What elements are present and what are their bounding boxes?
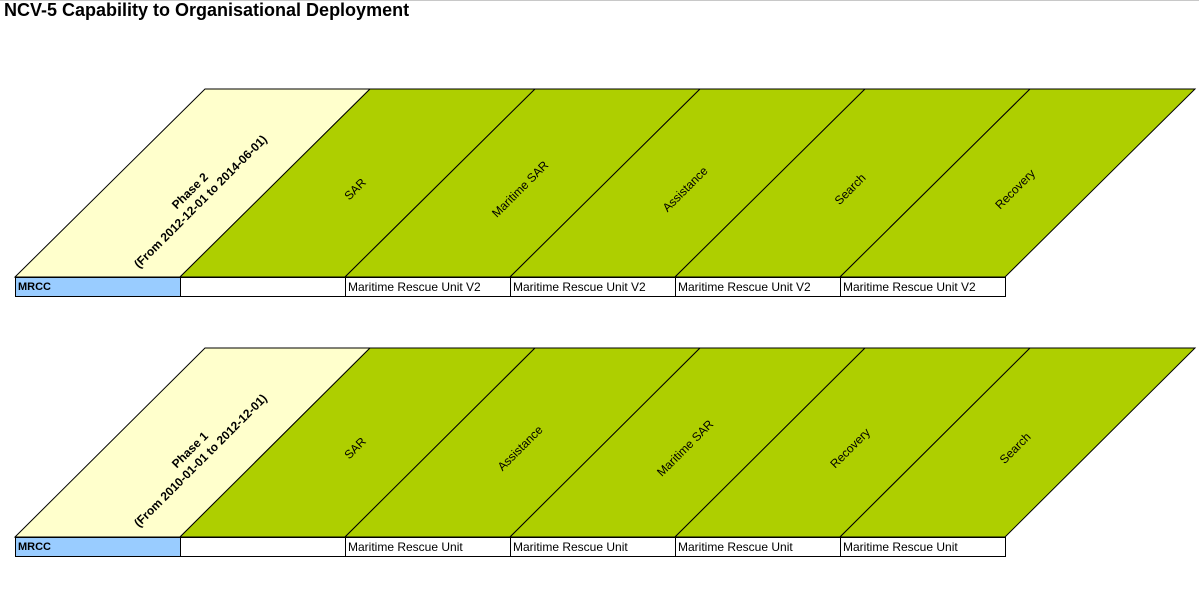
page-title: NCV-5 Capability to Organisational Deplo… — [4, 0, 410, 20]
empty-cell — [180, 537, 346, 557]
phase-diagram-0: Phase 2 (From 2012-12-01 to 2014-06-01) … — [13, 88, 1197, 278]
capability-columns — [178, 88, 1197, 278]
unit-cell-2: Maritime Rescue Unit — [510, 537, 676, 557]
empty-cell — [180, 277, 346, 297]
unit-cell-4: Maritime Rescue Unit — [840, 537, 1006, 557]
org-cell: MRCC — [15, 277, 181, 297]
unit-cell-3: Maritime Rescue Unit V2 — [675, 277, 841, 297]
phase-diagram-1: Phase 1 (From 2010-01-01 to 2012-12-01) … — [13, 347, 1197, 538]
unit-cell-1: Maritime Rescue Unit V2 — [345, 277, 511, 297]
unit-cell-2: Maritime Rescue Unit V2 — [510, 277, 676, 297]
top-border — [0, 0, 1199, 1]
org-cell: MRCC — [15, 537, 181, 557]
unit-cell-1: Maritime Rescue Unit — [345, 537, 511, 557]
unit-cell-4: Maritime Rescue Unit V2 — [840, 277, 1006, 297]
unit-cell-3: Maritime Rescue Unit — [675, 537, 841, 557]
capability-columns — [178, 347, 1197, 538]
phase-block-0: Phase 2 (From 2012-12-01 to 2014-06-01) … — [0, 88, 1199, 333]
phase-block-1: Phase 1 (From 2010-01-01 to 2012-12-01) … — [0, 347, 1199, 592]
